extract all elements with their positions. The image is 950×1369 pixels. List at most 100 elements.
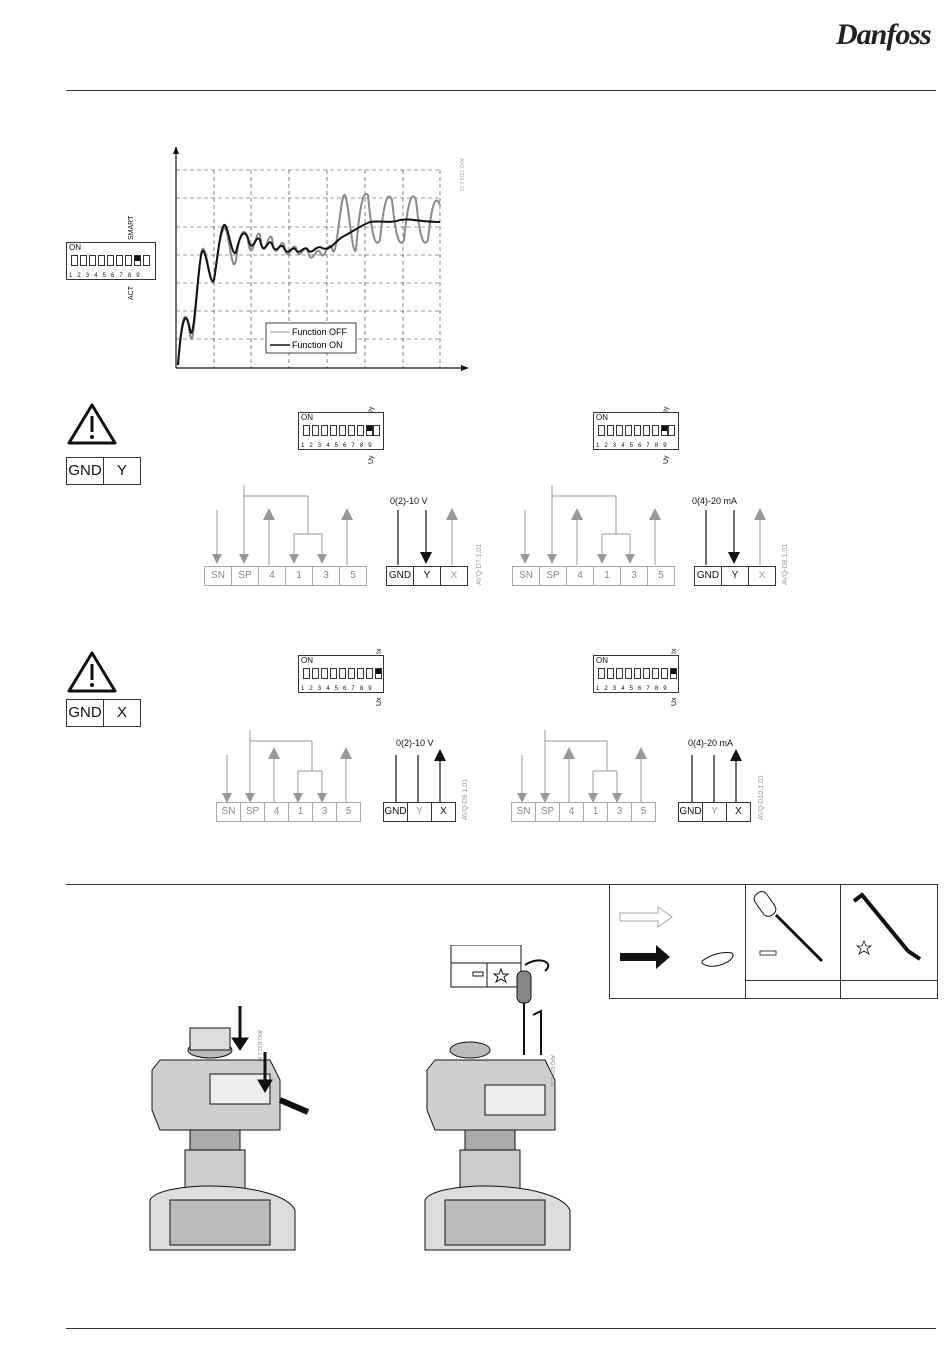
terminal-sp: SP [540,567,567,585]
terminal-x: X [450,570,458,581]
torx-key-icon [852,892,922,961]
danfoss-logo: Danfoss [836,18,932,51]
legend-function-on: Function ON [292,340,343,350]
terminal-gnd: GND [695,567,722,585]
section-rule [66,884,609,885]
screwdriver-icon [753,891,824,963]
footer-rule [66,1328,936,1329]
dip-label-uy: Uy [663,455,670,464]
terminal-sn: SN [512,803,536,821]
tools-svg [619,891,922,969]
figure-code: AVQ-D10.1.01 [758,774,765,820]
wiring-y-diagram [212,485,766,565]
terminal-3: 3 [313,567,340,585]
actuator-install-figure-2: AVQ-D11.1.01 [424,945,571,1251]
terminal-strip-x-right-signal: GND Y X [678,802,751,822]
response-chart: Function OFF Function ON AVQ-OD8.1.01 [60,140,480,380]
tool-cell-divider [840,885,841,998]
dip-numbers: 1 2 3 4 5 6 7 8 9 [596,443,669,449]
figure-code: AVQ-D12.1.01 [256,1030,262,1062]
dip-label-act: ACT [128,286,135,300]
terminal-y: Y [703,803,727,821]
terminal-1: 1 [584,803,608,821]
actuator-install-figure-1: AVQ-D12.1.01 [149,1006,310,1251]
terminal-sp: SP [241,803,265,821]
signal-label-y-voltage: 0(2)-10 V [390,496,428,506]
terminal-5: 5 [640,806,647,817]
dip-label-iy: Iy [368,406,375,412]
terminal-sn: SN [205,567,232,585]
dip-on-label: ON [596,656,608,665]
dip-numbers: 1 2 3 4 5 6 7 8 9 [301,443,374,449]
terminal-4: 4 [567,567,594,585]
tools-legend [609,884,938,999]
dip-on-label: ON [301,656,313,665]
dip-label-uy: Uy [368,455,375,464]
dip-numbers: 1 2 3 4 5 6 7 8 9 [301,686,374,692]
warning-icon [66,402,118,451]
terminal-strip-y-left-signal: GND Y X [386,566,468,586]
terminal-strip-x-left: SN SP 4 1 3 5 [216,802,361,822]
terminal-5: 5 [658,570,664,581]
response-chart-svg: Function OFF Function ON AVQ-OD8.1.01 [173,146,469,371]
hand-icon [701,952,734,967]
terminal-5: 5 [350,570,356,581]
wiring-x-diagram [222,730,742,803]
terminal-y: Y [408,803,432,821]
terminal-4: 4 [259,567,286,585]
terminal-gnd: GND [679,803,703,821]
terminal-4: 4 [560,803,584,821]
terminal-1: 1 [594,567,621,585]
terminal-strip-x-right: SN SP 4 1 3 5 [511,802,656,822]
figure-code: AVQ-D9.1.01 [462,778,469,820]
box-x: X [116,704,127,721]
terminal-sn: SN [217,803,241,821]
figure-code: AVQ-D8.1.01 [782,543,789,585]
terminal-1: 1 [289,803,313,821]
dip-on-label: ON [596,413,608,422]
tool-cell-divider [745,885,746,998]
dip-switch-y-voltage: ON 1 2 3 4 5 6 7 8 9 [298,412,384,450]
legend-function-off: Function OFF [292,327,348,337]
signal-label-x-voltage: 0(2)-10 V [396,738,434,748]
terminal-sn: SN [513,567,540,585]
terminal-strip-y-right: SN SP 4 1 3 5 [512,566,675,586]
terminal-3: 3 [608,803,632,821]
outline-arrow-icon [619,906,673,928]
dip-on-label: ON [69,243,81,252]
signal-label-x-current: 0(4)-20 mA [688,738,734,748]
dip-switch-x-current: ON 1 2 3 4 5 6 7 8 9 [593,655,679,693]
chart-code: AVQ-OD8.1.01 [458,158,464,191]
gnd-y-box: GND Y [66,457,141,485]
terminal-strip-y-left: SN SP 4 1 3 5 [204,566,367,586]
dip-numbers: 1 2 3 4 5 6 7 8 9 [69,273,142,279]
terminal-x: X [735,806,742,817]
dip-label-ux: Ux [376,697,383,706]
dip-switch-y-current: ON 1 2 3 4 5 6 7 8 9 [593,412,679,450]
gnd-x-box: GND X [66,699,141,727]
terminal-3: 3 [313,803,337,821]
terminal-sp: SP [232,567,259,585]
terminal-y: Y [414,567,441,585]
terminal-4: 4 [265,803,289,821]
dip-label-smart: SMART [128,215,135,240]
terminal-sp: SP [536,803,560,821]
figure-code: AVQ-D7.1.01 [476,543,483,585]
terminal-strip-y-right-signal: GND Y X [694,566,776,586]
terminal-y: Y [722,567,749,585]
dip-switch-smart: ON 1 2 3 4 5 6 7 8 9 [66,242,156,280]
terminal-x: X [440,806,447,817]
terminal-1: 1 [286,567,313,585]
dip-label-ix: Ix [376,648,383,654]
terminal-x: X [758,570,766,581]
dip-numbers: 1 2 3 4 5 6 7 8 9 [596,686,669,692]
box-gnd: GND [67,458,104,484]
dip-switch-x-voltage: ON 1 2 3 4 5 6 7 8 9 [298,655,384,693]
warning-icon [66,650,118,699]
tool-cell-divider [745,980,937,981]
dip-label-ix: Ix [671,648,678,654]
dip-on-label: ON [301,413,313,422]
terminal-3: 3 [621,567,648,585]
filled-arrow-icon [620,945,670,969]
terminal-strip-x-left-signal: GND Y X [383,802,456,822]
